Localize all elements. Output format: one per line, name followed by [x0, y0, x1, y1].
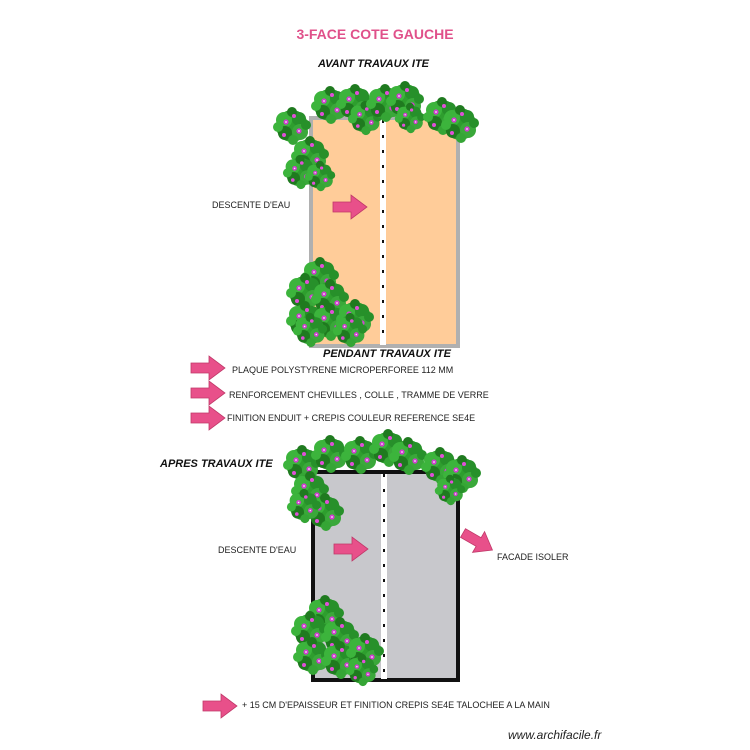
- step-reinforcement-label: RENFORCEMENT CHEVILLES , COLLE , TRAMME …: [229, 390, 489, 400]
- pink-arrow-icon: [190, 380, 226, 406]
- facade-insulated-label: FACADE ISOLER: [497, 552, 569, 562]
- section-title-before: AVANT TRAVAUX ITE: [318, 58, 430, 70]
- step-insulation-label: PLAQUE POLYSTYRENE MICROPERFOREE 112 MM: [232, 365, 454, 375]
- pink-arrow-icon: [456, 522, 499, 561]
- page-title: 3-FACE COTE GAUCHE: [296, 26, 454, 42]
- section-title-after: APRES TRAVAUX ITE: [160, 458, 273, 470]
- thickness-note-label: + 15 CM D'EPAISSEUR ET FINITION CREPIS S…: [242, 700, 550, 710]
- facade-before: [273, 81, 479, 348]
- pink-arrow-icon: [202, 693, 238, 719]
- step-finish-label: FINITION ENDUIT + CREPIS COULEUR REFEREN…: [227, 413, 476, 423]
- pink-arrow-icon: [190, 355, 226, 381]
- downpipe-label-before: DESCENTE D'EAU: [212, 200, 291, 210]
- downpipe-label-after: DESCENTE D'EAU: [218, 545, 297, 555]
- watermark: www.archifacile.fr: [508, 728, 602, 742]
- pink-arrow-icon: [190, 405, 226, 431]
- section-title-during: PENDANT TRAVAUX ITE: [323, 348, 451, 360]
- facade-after: [283, 429, 499, 687]
